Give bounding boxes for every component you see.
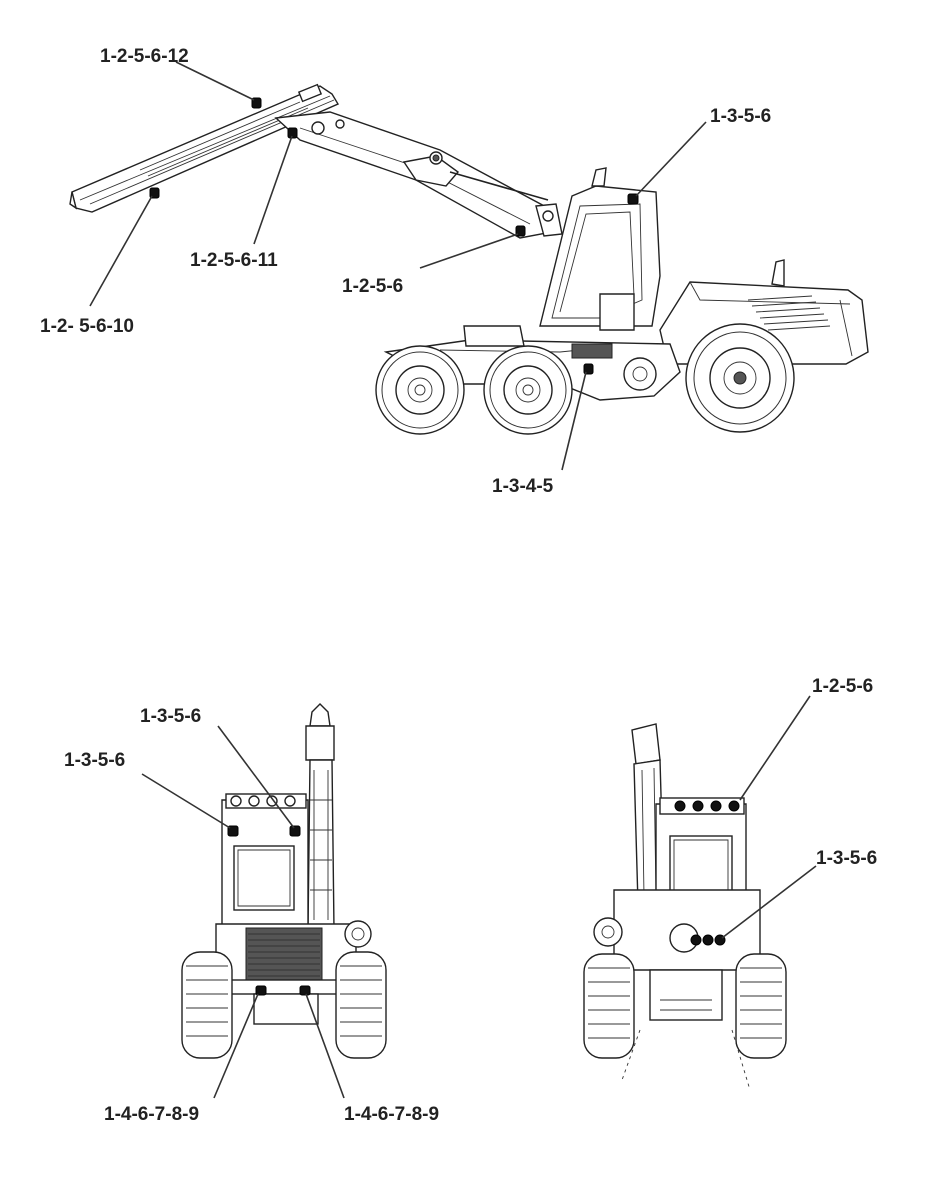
leader-front-roof-left	[141, 773, 231, 829]
leader-crane-base	[419, 233, 519, 269]
rear-tyre-right	[735, 953, 787, 1059]
label-rear-lights: 1-3-5-6	[816, 848, 877, 869]
lamp-frame	[583, 363, 594, 375]
leader-boom-tip	[175, 61, 255, 101]
lamp-crane-base	[515, 225, 526, 237]
label-boom-end: 1-2- 5-6-10	[40, 316, 134, 337]
leader-cab-roof	[635, 121, 707, 197]
leader-rear-lights	[721, 865, 817, 939]
side-wheel-middle	[483, 345, 573, 435]
label-crane-base: 1-2-5-6	[342, 276, 403, 297]
rear-tyre-left	[583, 953, 635, 1059]
label-bumper-left: 1-4-6-7-8-9	[104, 1104, 199, 1125]
leader-rear-roof	[739, 695, 811, 801]
label-cab-roof: 1-3-5-6	[710, 106, 771, 127]
leader-frame	[561, 371, 587, 471]
front-tyre-right	[335, 951, 387, 1059]
lamp-boom-tip	[251, 97, 262, 109]
rear-view: 1-2-5-6 1-3-5-6	[583, 676, 877, 1091]
front-view: 1-3-5-6 1-3-5-6 1-4-6-7-8-9 1-4-6-7-8-9	[64, 703, 439, 1125]
label-boom-mid: 1-2-5-6-11	[190, 250, 278, 271]
front-crane-column	[305, 703, 335, 931]
lamp-boom-end	[149, 187, 160, 199]
lamp-bumper-left	[255, 985, 267, 996]
front-cab	[221, 793, 309, 931]
rear-body	[593, 889, 761, 1091]
side-wheel-rear	[685, 323, 795, 433]
cab	[539, 167, 661, 331]
leader-front-roof-right	[217, 725, 295, 829]
label-front-roof-right: 1-3-5-6	[140, 706, 201, 727]
label-bumper-right: 1-4-6-7-8-9	[344, 1104, 439, 1125]
front-body	[203, 920, 372, 1025]
front-tyre-left	[181, 951, 233, 1059]
lamp-rear-1	[690, 934, 702, 946]
label-boom-tip: 1-2-5-6-12	[100, 46, 189, 67]
leader-bumper-left	[213, 993, 259, 1099]
lamp-front-roof-right	[289, 825, 301, 837]
label-front-roof-left: 1-3-5-6	[64, 750, 125, 771]
side-view: 1-2-5-6-12 1-2-5-6-11 1-2- 5-6-10 1-2-5-…	[40, 46, 869, 497]
lamp-front-roof-left	[227, 825, 239, 837]
crane-boom	[69, 83, 563, 239]
side-wheel-front	[375, 345, 465, 435]
label-frame: 1-3-4-5	[492, 476, 554, 497]
leader-boom-mid	[253, 135, 293, 245]
label-rear-roof: 1-2-5-6	[812, 676, 873, 697]
leader-bumper-right	[305, 993, 345, 1099]
lamp-cab-roof	[627, 193, 639, 205]
lamp-rear-2	[702, 934, 714, 946]
lamp-bumper-right	[299, 985, 311, 996]
lamp-boom-mid	[287, 127, 298, 139]
leader-boom-end	[89, 195, 153, 307]
